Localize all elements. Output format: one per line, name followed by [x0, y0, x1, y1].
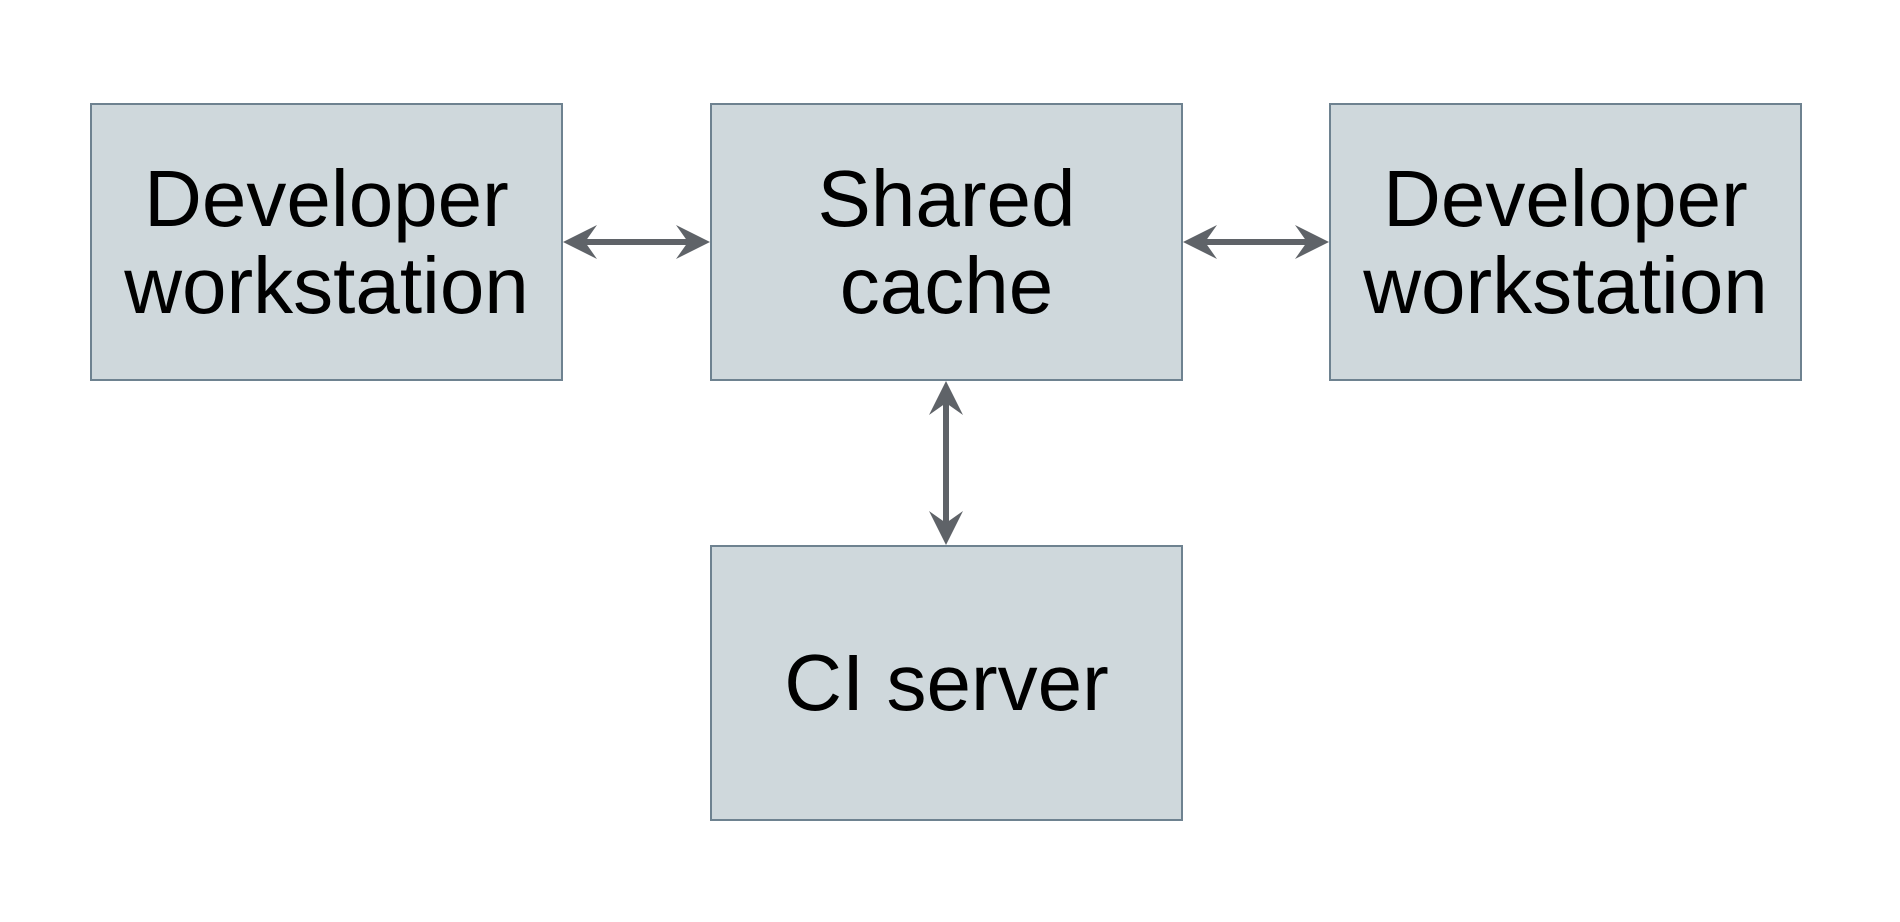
node-label-shared-cache: Shared cache: [817, 153, 1076, 330]
node-label-developer-workstation-right: Developer workstation: [1363, 153, 1768, 330]
node-ci-server: CI server: [710, 545, 1183, 821]
node-developer-workstation-left: Developer workstation: [90, 103, 563, 381]
bidirectional-arrow-shared-cache-ci-server: [929, 381, 963, 545]
bidirectional-arrow-shared-cache-right-workstation: [1183, 225, 1329, 259]
node-label-developer-workstation-left: Developer workstation: [124, 153, 529, 330]
node-label-ci-server: CI server: [784, 638, 1109, 728]
bidirectional-arrow-left-workstation-shared-cache: [563, 225, 710, 259]
node-shared-cache: Shared cache: [710, 103, 1183, 381]
node-developer-workstation-right: Developer workstation: [1329, 103, 1802, 381]
